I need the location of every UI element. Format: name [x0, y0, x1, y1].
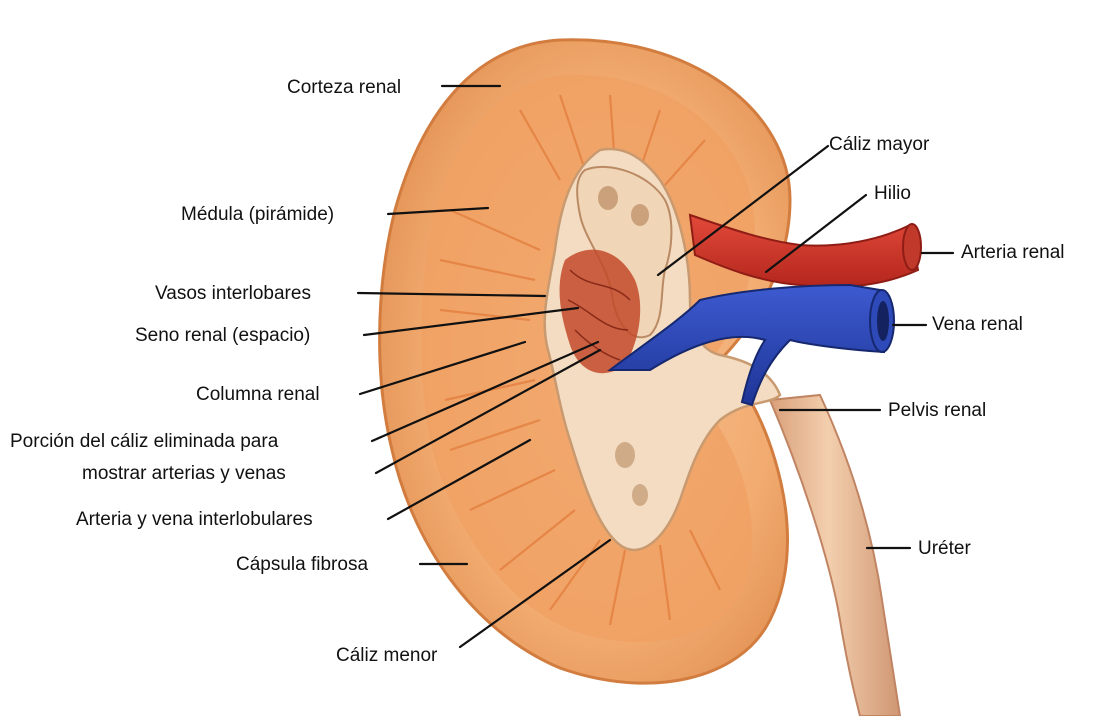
label-hilio: Hilio [874, 183, 911, 204]
label-arteria-renal: Arteria renal [961, 242, 1065, 263]
label-pelvis-renal: Pelvis renal [888, 400, 986, 421]
label-vena-renal: Vena renal [932, 314, 1023, 335]
label-caliz-menor: Cáliz menor [336, 645, 438, 666]
label-ureter: Uréter [918, 538, 971, 559]
label-corteza-renal: Corteza renal [287, 77, 401, 98]
label-caliz-mayor: Cáliz mayor [829, 134, 930, 155]
label-porcion-caliz-line2: mostrar arterias y venas [82, 463, 286, 484]
labels-left: Corteza renal Médula (pirámide) Vasos in… [10, 77, 438, 666]
label-arteria-vena-interlobulares: Arteria y vena interlobulares [76, 509, 313, 530]
ureter-shape [770, 395, 900, 716]
label-medula: Médula (pirámide) [181, 204, 334, 225]
label-vasos-interlobares: Vasos interlobares [155, 283, 311, 304]
label-columna-renal: Columna renal [196, 384, 320, 405]
label-capsula-fibrosa: Cápsula fibrosa [236, 554, 368, 575]
label-seno-renal: Seno renal (espacio) [135, 325, 310, 346]
label-porcion-caliz-line1: Porción del cáliz eliminada para [10, 431, 279, 452]
